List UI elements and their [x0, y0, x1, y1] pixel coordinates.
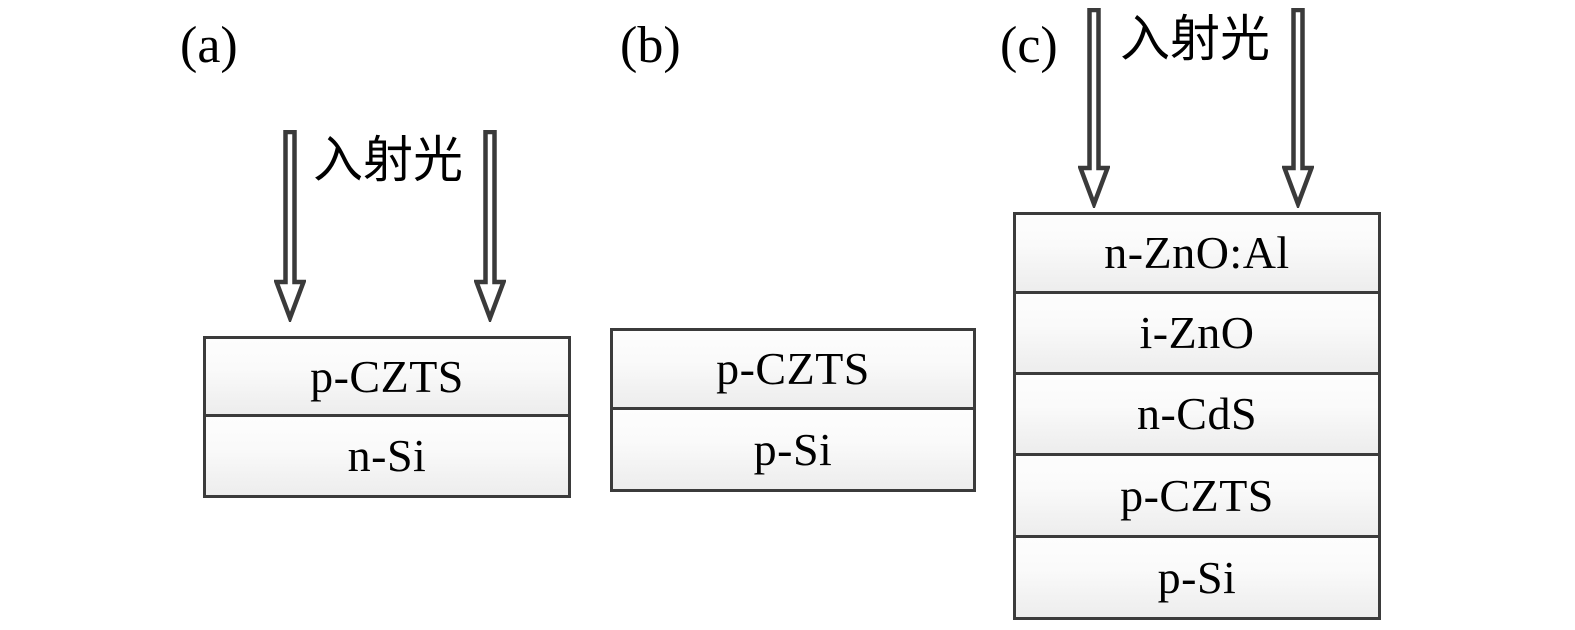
layer-c-1: i-ZnO [1013, 294, 1381, 375]
layer-c-4-label: p-Si [1157, 551, 1237, 603]
layer-a-0: p-CZTS [203, 336, 571, 417]
layer-b-1: p-Si [610, 410, 976, 492]
panel-label-b: (b) [620, 17, 681, 74]
incident-light-arrow-a-right [474, 130, 506, 322]
layer-stack-b: p-CZTS p-Si [610, 328, 976, 492]
layer-c-3-label: p-CZTS [1120, 469, 1274, 521]
layer-a-0-label: p-CZTS [310, 350, 464, 402]
layer-b-1-label: p-Si [753, 423, 833, 475]
layer-a-1-label: n-Si [347, 430, 427, 481]
panel-label-a: (a) [180, 17, 238, 74]
panel-label-c: (c) [1000, 17, 1058, 74]
layer-c-2-label: n-CdS [1136, 388, 1258, 439]
layer-c-0-label: n-ZnO:Al [1104, 227, 1290, 278]
incident-light-caption-a: 入射光 [313, 131, 463, 189]
layer-stack-c: n-ZnO:Al i-ZnO n-CdS p-CZTS p-Si [1013, 212, 1381, 620]
layer-stack-a: p-CZTS n-Si [203, 336, 571, 498]
incident-light-arrow-a-left [274, 130, 306, 322]
layer-b-0: p-CZTS [610, 328, 976, 410]
layer-c-1-label: i-ZnO [1139, 307, 1255, 358]
layer-c-0: n-ZnO:Al [1013, 212, 1381, 294]
layer-c-2: n-CdS [1013, 375, 1381, 456]
layer-a-1: n-Si [203, 417, 571, 498]
layer-c-3: p-CZTS [1013, 456, 1381, 538]
incident-light-arrow-c-right [1282, 8, 1314, 208]
incident-light-caption-c: 入射光 [1120, 10, 1270, 68]
incident-light-arrow-c-left [1078, 8, 1110, 208]
layer-b-0-label: p-CZTS [716, 343, 870, 394]
layer-c-4: p-Si [1013, 538, 1381, 620]
